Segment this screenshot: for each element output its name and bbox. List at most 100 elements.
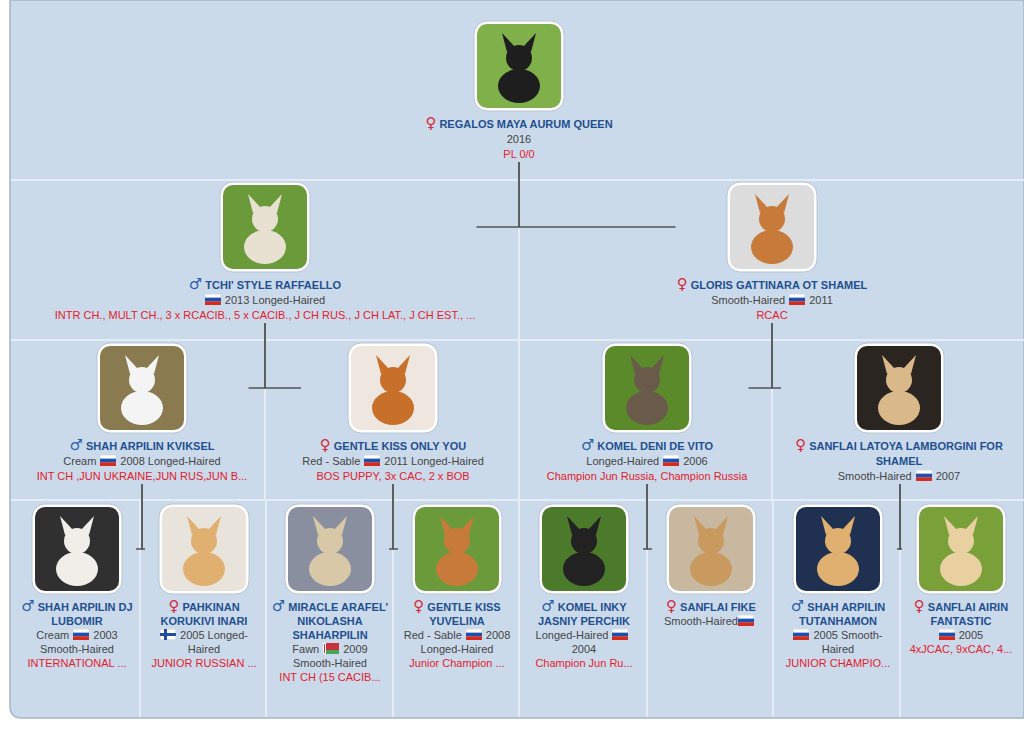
dog-details: Longed-Haired — [586, 455, 659, 467]
show-titles: JUNIOR RUSSIAN ... — [145, 656, 263, 670]
sex-symbol: ♀ — [914, 597, 925, 615]
dog-details: Smooth-Haired — [711, 294, 785, 306]
country-flag — [939, 629, 955, 640]
show-titles: Junior Champion ... — [398, 656, 516, 670]
name-line: ♀GENTLE KISS YUVELINA — [398, 599, 516, 628]
show-titles: 4xJCAC, 9xCAC, 4... — [902, 642, 1020, 656]
dog-details: 2006 — [683, 455, 707, 467]
country-flag — [323, 643, 339, 654]
dog-photo — [853, 342, 945, 434]
dog-name: GENTLE KISS ONLY YOU — [334, 440, 466, 452]
show-titles: JUNIOR CHAMPIO... — [779, 656, 897, 670]
dog-details: Fawn — [292, 643, 319, 655]
dog-details: Longed-Haired — [536, 629, 609, 641]
country-flag — [73, 629, 89, 640]
pedigree-entry: ♀GENTLE KISS YUVELINARed - Sable2008 Lon… — [398, 503, 516, 670]
name-line: ♀SANFLAI LATOYA LAMBORGINI FOR SHAMEL — [781, 438, 1017, 469]
dog-name: TCHI' STYLE RAFFAELLO — [205, 279, 341, 291]
pedigree-entry: ♂MIRACLE ARAFEL' NIKOLASHA SHAHARPILIN Fa… — [271, 503, 389, 684]
dog-photo — [347, 342, 439, 434]
dog-photo — [665, 503, 757, 595]
pedigree-entry: ♀PAHKINAN KORUKIVI INARI2005 Longed-Hair… — [145, 503, 263, 670]
dog-details: Smooth-Haired — [838, 470, 912, 482]
name-line: ♀REGALOS MAYA AURUM QUEEN — [424, 116, 614, 132]
dog-photo — [601, 342, 693, 434]
pedigree-entry: ♀GLORIS GATTINARA OT SHAMELSmooth-Haired… — [676, 181, 869, 323]
pedigree-link — [647, 484, 652, 549]
pedigree-link — [519, 162, 676, 227]
panel-ground — [10, 0, 1024, 718]
country-flag — [160, 629, 176, 640]
dog-details: 2013 Longed-Haired — [225, 294, 325, 306]
country-flag — [205, 294, 221, 305]
show-titles: INTR CH., MULT CH., 3 x RCACIB., 5 x CAC… — [54, 308, 477, 323]
pedigree-link — [477, 162, 520, 227]
sex-symbol: ♂ — [189, 275, 202, 293]
dog-photo — [726, 181, 818, 273]
country-flag — [916, 470, 932, 481]
name-line: ♂SHAH ARPILIN KVIKSEL — [36, 438, 249, 454]
country-flag — [789, 294, 805, 305]
pedigree-link — [142, 484, 145, 549]
details-line: Cream2003 Smooth-Haired — [18, 628, 136, 656]
dog-name: SANFLAI FIKE — [680, 601, 756, 613]
dog-details: 2005 Longed-Haired — [180, 629, 248, 655]
country-flag — [738, 615, 754, 626]
dog-details: 2004 — [572, 643, 596, 655]
pedigree-entry: ♀GENTLE KISS ONLY YOURed - Sable2011 Lon… — [301, 342, 485, 484]
dog-name: SHAH ARPILIN KVIKSEL — [86, 440, 215, 452]
country-flag — [100, 455, 116, 466]
name-line: ♂SHAH ARPILIN DJ LUBOMIR — [18, 599, 136, 628]
sex-symbol: ♀ — [413, 597, 424, 615]
details-line: 2016 — [424, 132, 614, 147]
show-titles: BOS PUPPY, 3x CAC, 2 x BOB — [301, 469, 485, 484]
show-titles: Champion Jun Ru... — [525, 656, 643, 670]
name-line: ♂TCHI' STYLE RAFFAELLO — [54, 277, 477, 293]
dog-details: 2016 — [507, 133, 531, 145]
name-line: ♀SANFLAI AIRIN FANTASTIC — [902, 599, 1020, 628]
sex-symbol: ♂ — [581, 436, 594, 454]
dog-photo — [284, 503, 376, 595]
details-line: Smooth-Haired — [652, 614, 770, 628]
dog-name: SANFLAI AIRIN FANTASTIC — [928, 601, 1008, 627]
sex-symbol: ♂ — [541, 597, 554, 615]
pedigree-entry: ♂TCHI' STYLE RAFFAELLO2013 Longed-Haired… — [54, 181, 477, 323]
sex-symbol: ♀ — [677, 275, 688, 293]
dog-photo — [96, 342, 188, 434]
country-flag — [663, 455, 679, 466]
sex-symbol: ♂ — [272, 597, 285, 615]
dog-details: 2005 Smooth-Haired — [813, 629, 882, 655]
dog-photo — [219, 181, 311, 273]
country-flag — [364, 455, 380, 466]
name-line: ♀GLORIS GATTINARA OT SHAMEL — [676, 277, 869, 293]
show-titles: INT CH ,JUN UKRAINE,JUN RUS,JUN B... — [36, 469, 249, 484]
sex-symbol: ♀ — [795, 436, 806, 454]
name-line: ♀PAHKINAN KORUKIVI INARI — [145, 599, 263, 628]
dog-details: 2005 — [959, 629, 983, 641]
details-line: Red - Sable2011 Longed-Haired — [301, 454, 485, 469]
pedigree-link — [749, 323, 773, 388]
sex-symbol: ♂ — [791, 597, 804, 615]
sex-symbol: ♂ — [21, 597, 34, 615]
name-line: ♂KOMEL INKY JASNIY PERCHIK — [525, 599, 643, 628]
dog-photo — [158, 503, 250, 595]
band-lines — [11, 180, 1024, 717]
dog-photo — [31, 503, 123, 595]
dog-photo — [538, 503, 630, 595]
dog-name: SANFLAI LATOYA LAMBORGINI FOR SHAMEL — [809, 440, 1003, 467]
dog-details: 2011 Longed-Haired — [384, 455, 483, 467]
dog-details: Cream — [36, 629, 69, 641]
dog-details: Cream — [63, 455, 96, 467]
pedigree-entry: ♂SHAH ARPILIN TUTANHAMON2005 Smooth-Hair… — [779, 503, 897, 670]
details-line: 2005 Smooth-Haired — [779, 628, 897, 656]
pedigree-link — [393, 484, 398, 549]
dog-details: 2007 — [936, 470, 960, 482]
dog-photo — [411, 503, 503, 595]
dog-name: MIRACLE ARAFEL' NIKOLASHA SHAHARPILIN — [288, 601, 388, 641]
dog-details: Smooth-Haired — [664, 615, 738, 627]
name-line: ♀SANFLAI FIKE — [652, 599, 770, 614]
name-line: ♂SHAH ARPILIN TUTANHAMON — [779, 599, 897, 628]
details-line: Smooth-Haired 2007 — [781, 469, 1017, 484]
show-titles: INT CH (15 CACIB... — [271, 670, 389, 684]
show-titles: PL 0/0 — [424, 147, 614, 162]
